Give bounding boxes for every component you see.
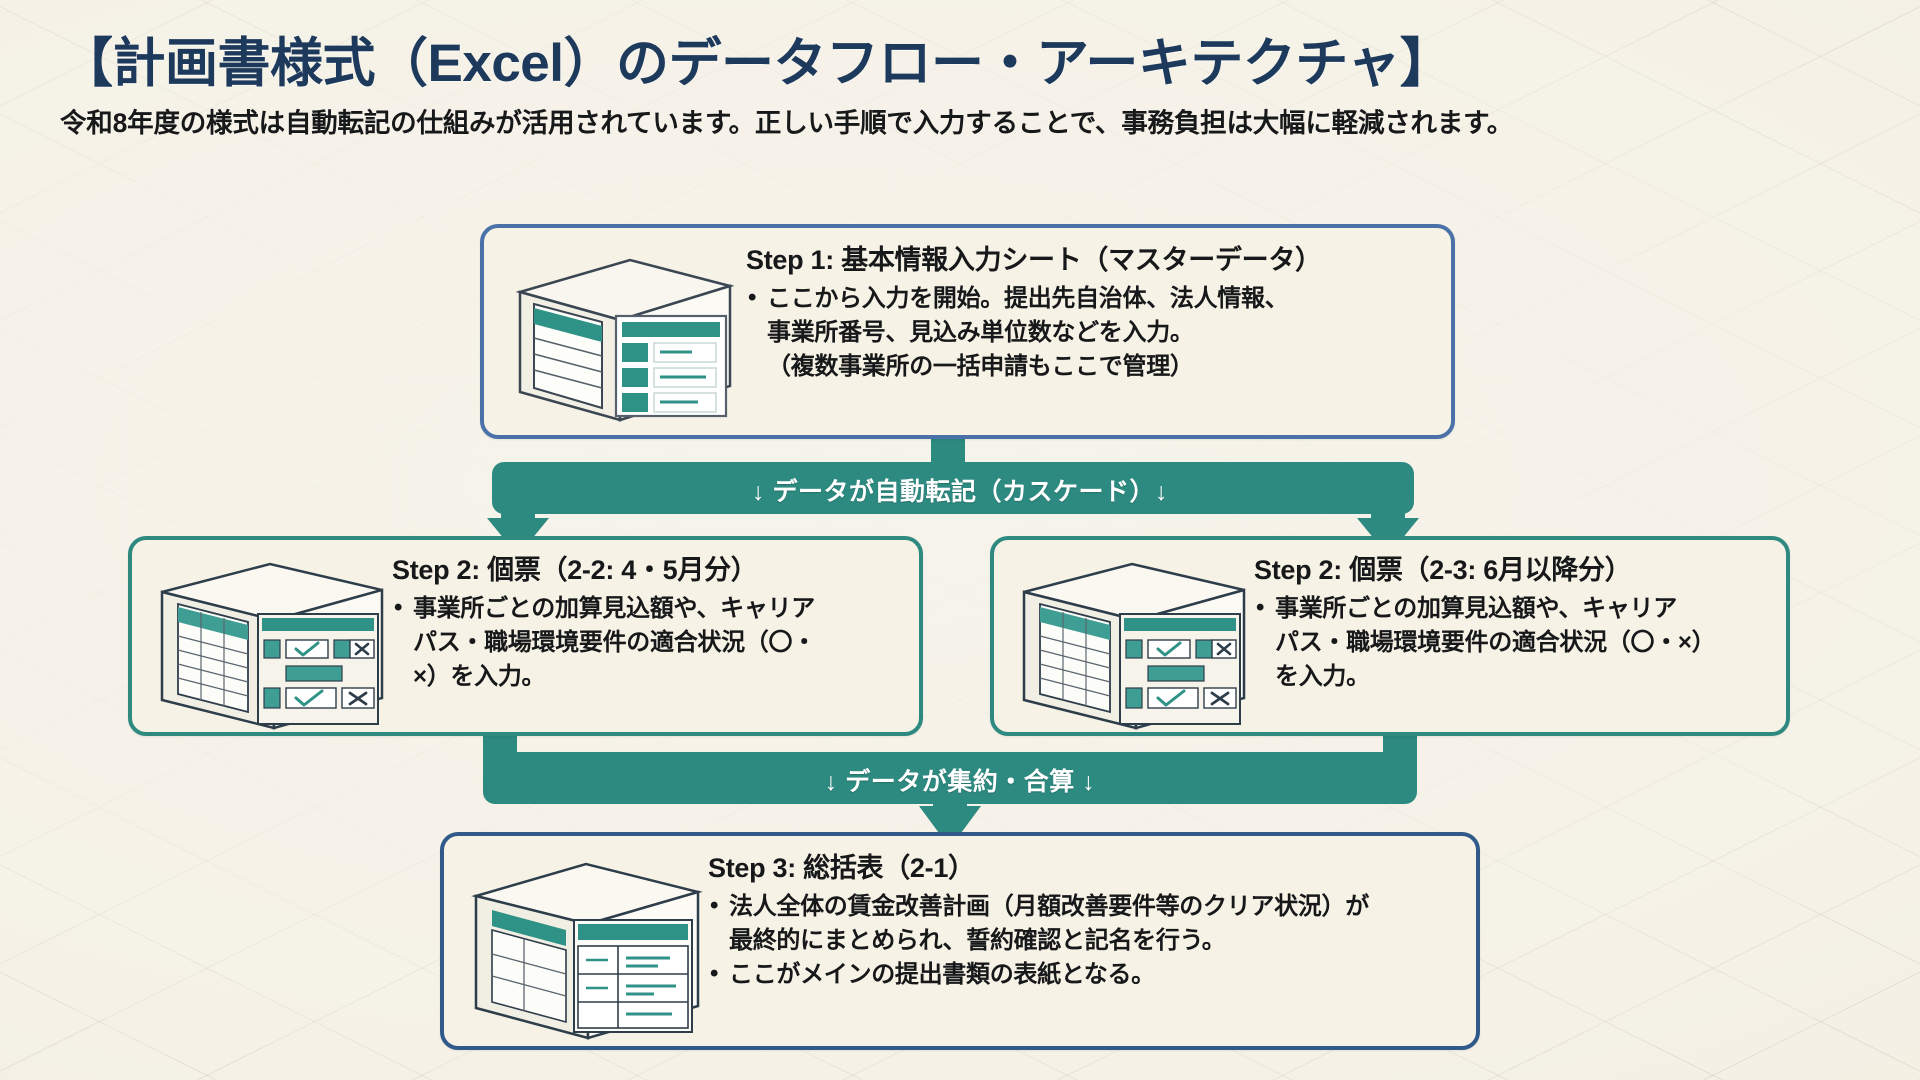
card-step2b-title: Step 2: 個票（2-3: 6月以降分） — [1254, 555, 1632, 585]
card-step3-title: Step 3: 総括表（2-1） — [708, 853, 975, 883]
card-step2a-bullets: 事業所ごとの加算見込額や、キャリア パス・職場環境要件の適合状況（〇・ ×）を入… — [392, 592, 903, 693]
card-step2a-body: Step 2: 個票（2-2: 4・5月分） 事業所ごとの加算見込額や、キャリア… — [392, 552, 903, 692]
card-step2b-bullets: 事業所ごとの加算見込額や、キャリア パス・職場環境要件の適合状況（〇・×） を入… — [1254, 592, 1770, 693]
card-step3-body: Step 3: 総括表（2-1） 法人全体の賃金改善計画（月額改善要件等のクリア… — [708, 850, 1458, 990]
card-step1-bullets: ここから入力を開始。提出先自治体、法人情報、 事業所番号、見込み単位数などを入力… — [746, 282, 1433, 383]
card-step1-body: Step 1: 基本情報入力シート（マスターデータ） ここから入力を開始。提出先… — [746, 242, 1433, 382]
bullet: 事業所ごとの加算見込額や、キャリア — [392, 592, 903, 625]
bullet: ここから入力を開始。提出先自治体、法人情報、 — [746, 282, 1433, 315]
flow-label-cascade: ↓ データが自動転記（カスケード）↓ — [752, 478, 1168, 506]
bullet: パス・職場環境要件の適合状況（〇・×） — [1275, 628, 1716, 656]
bullet: ×）を入力。 — [413, 662, 546, 690]
card-step3-bullets: 法人全体の賃金改善計画（月額改善要件等のクリア状況）が 最終的にまとめられ、誓約… — [708, 890, 1458, 991]
bullet: パス・職場環境要件の適合状況（〇・ — [413, 628, 816, 656]
bullet: ここがメインの提出書類の表紙となる。 — [708, 958, 1458, 991]
bullet: （複数事業所の一括申請もここで管理） — [767, 352, 1194, 380]
isometric-checklist-icon — [1006, 552, 1254, 732]
bullet: 最終的にまとめられ、誓約確認と記名を行う。 — [729, 926, 1226, 954]
bullet: 法人全体の賃金改善計画（月額改善要件等のクリア状況）が — [708, 890, 1458, 923]
card-step2b-body: Step 2: 個票（2-3: 6月以降分） 事業所ごとの加算見込額や、キャリア… — [1254, 552, 1770, 692]
bullet: 事業所番号、見込み単位数などを入力。 — [767, 318, 1194, 346]
bullet: 事業所ごとの加算見込額や、キャリア — [1254, 592, 1770, 625]
card-step2b[interactable]: Step 2: 個票（2-3: 6月以降分） 事業所ごとの加算見込額や、キャリア… — [990, 536, 1790, 736]
isometric-summary-table-icon — [458, 850, 708, 1048]
isometric-spreadsheet-icon — [498, 242, 746, 430]
card-step3[interactable]: Step 3: 総括表（2-1） 法人全体の賃金改善計画（月額改善要件等のクリア… — [440, 832, 1480, 1050]
card-step1[interactable]: Step 1: 基本情報入力シート（マスターデータ） ここから入力を開始。提出先… — [480, 224, 1455, 439]
card-step2a[interactable]: Step 2: 個票（2-2: 4・5月分） 事業所ごとの加算見込額や、キャリア… — [128, 536, 923, 736]
isometric-checklist-icon — [144, 552, 392, 732]
bullet: を入力。 — [1275, 662, 1370, 690]
card-step1-title: Step 1: 基本情報入力シート（マスターデータ） — [746, 245, 1322, 275]
flow-label-aggregate: ↓ データが集約・合算 ↓ — [824, 768, 1096, 796]
card-step2a-title: Step 2: 個票（2-2: 4・5月分） — [392, 555, 758, 585]
